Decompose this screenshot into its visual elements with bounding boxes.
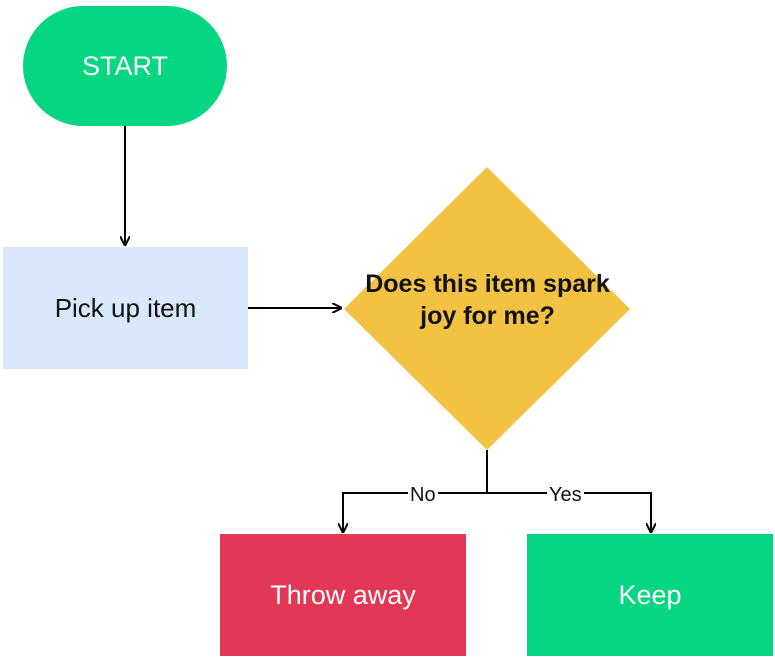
arrow-yes-branch bbox=[487, 492, 651, 532]
decision-label-line-2: joy for me? bbox=[420, 302, 555, 330]
decision-label: Does this item spark joy for me? bbox=[330, 268, 645, 332]
throw-away-label: Throw away bbox=[270, 579, 416, 610]
pick-up-item-label: Pick up item bbox=[54, 292, 197, 323]
start-node: START bbox=[23, 6, 227, 126]
decision-diamond bbox=[344, 167, 630, 450]
no-edge-label: No bbox=[408, 484, 438, 506]
pick-up-item-node: Pick up item bbox=[3, 247, 248, 369]
keep-node: Keep bbox=[527, 534, 773, 656]
throw-away-node: Throw away bbox=[220, 534, 466, 656]
start-label: START bbox=[81, 50, 168, 81]
yes-edge-label: Yes bbox=[547, 484, 584, 506]
keep-label: Keep bbox=[618, 579, 682, 610]
arrow-no-branch bbox=[343, 492, 487, 532]
decision-label-line-1: Does this item spark bbox=[365, 270, 610, 298]
